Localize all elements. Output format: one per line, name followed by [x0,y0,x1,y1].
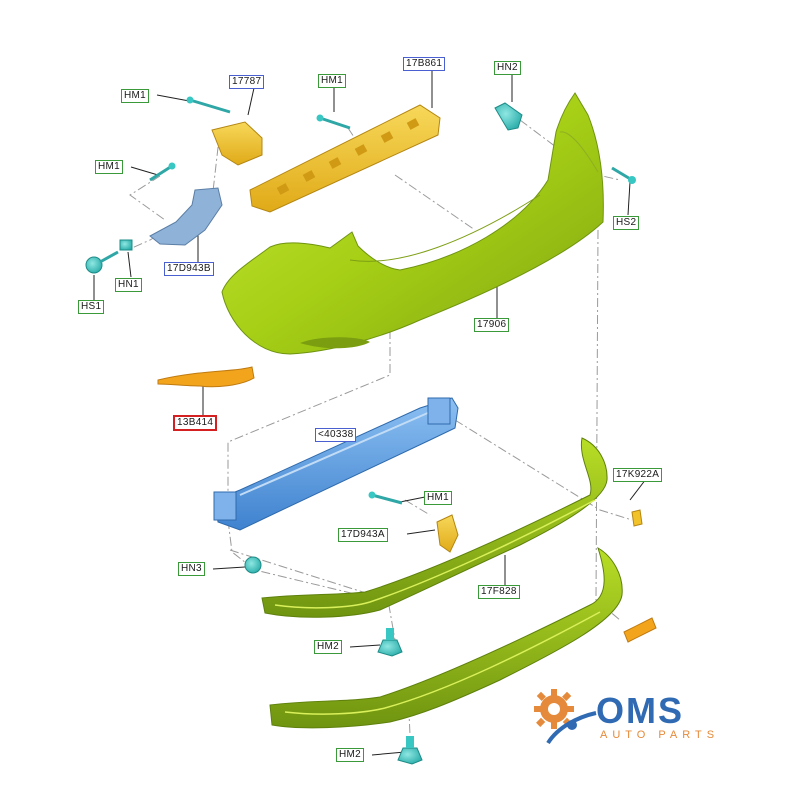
label-hm2-b: HM2 [336,748,365,762]
clip-hm2-b [397,736,423,765]
impact-absorber-17b861 [249,104,441,213]
clip-hm2-a [377,628,403,657]
label-17906: 17906 [474,318,510,332]
screw-hs2 [611,166,636,184]
bracket-17d943b [149,187,223,246]
clip-17k922a [631,509,643,527]
bracket-17d943a [436,514,459,553]
nut-hn3 [244,556,262,574]
label-17b861: 17B861 [403,57,446,71]
label-hm1-c: HM1 [95,160,124,174]
fasteners [85,96,636,765]
label-17f828: 17F828 [478,585,520,599]
oms-logo: OMS AUTO PARTS [528,683,758,753]
reinforcement-beam-40338 [213,397,459,531]
nut-hn1 [119,239,133,251]
label-hs1: HS1 [78,300,105,314]
label-13b414-highlighted: 13B414 [173,415,218,431]
label-hm1-b: HM1 [318,74,347,88]
label-hm1-a: HM1 [121,89,150,103]
gear-icon [534,689,597,745]
label-hs2: HS2 [613,216,640,230]
bumper-cover-17906 [221,92,604,355]
screw-hm1-a [186,96,231,114]
bracket-17787 [211,121,263,166]
label-17k922a: 17K922A [613,468,663,482]
reflector-lower-right [623,617,657,643]
leader-lines [93,70,647,756]
label-40338: <40338 [315,428,357,442]
label-hn2: HN2 [494,61,521,75]
screw-hm1-d [368,491,403,505]
nut-hn2 [494,102,523,131]
label-17d943b: 17D943B [164,262,214,276]
logo-tagline: AUTO PARTS [600,729,720,741]
label-17d943a: 17D943A [338,528,388,542]
label-hn3: HN3 [178,562,205,576]
label-hn1: HN1 [115,278,142,292]
valance-17f828 [261,437,608,618]
label-hm2-a: HM2 [314,640,343,654]
label-17787: 17787 [229,75,265,89]
screw-hm1-c [149,162,176,182]
reflector-13b414 [157,366,255,388]
logo-wordmark: OMS [596,690,685,731]
label-hm1-d: HM1 [424,491,453,505]
screw-hs1 [85,250,119,274]
lower-diffuser [269,546,623,729]
screw-hm1-b [316,114,351,130]
